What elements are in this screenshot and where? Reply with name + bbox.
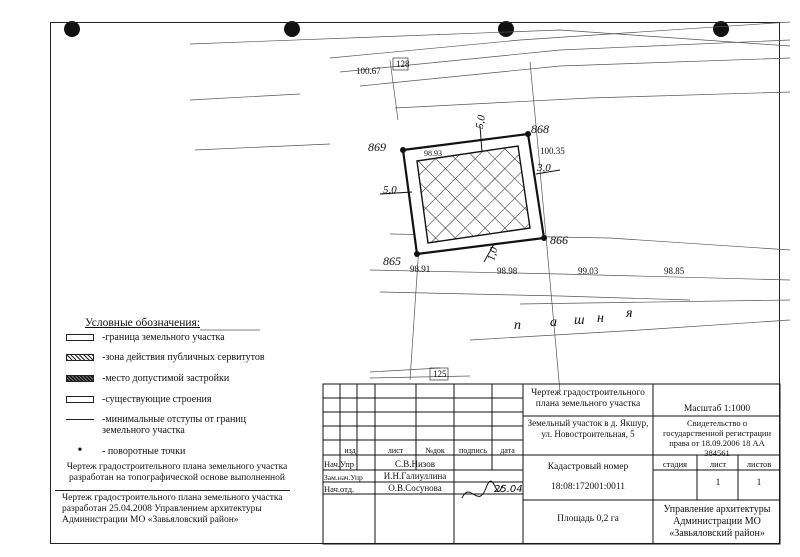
box-label: 125 (433, 369, 447, 379)
elevation-label: 98.93 (424, 149, 442, 158)
elevation-label: 99.03 (578, 266, 599, 276)
col-header-sign: подпись (459, 446, 487, 455)
legend-item: •- поворотные точки (66, 443, 186, 458)
authorship-note: Чертеж градостроительного плана земельно… (62, 493, 283, 525)
turning-point (541, 235, 547, 241)
sheet-header: лист (709, 459, 727, 469)
point-label: 868 (531, 122, 549, 136)
signature-date: 25.04 (494, 484, 523, 495)
col-header-list: лист (387, 446, 404, 455)
elevation-label: 98.85 (664, 266, 685, 276)
sheets-value: 1 (756, 478, 762, 488)
point-label: 869 (368, 140, 386, 154)
setback-label: 3,0 (537, 162, 551, 174)
legend-item: -место допустимой застройки (66, 373, 229, 384)
role-label: Нач.отд. (324, 484, 355, 494)
col-header-izd: изд (344, 446, 356, 455)
binder-hole (284, 21, 300, 37)
role-name: С.В.Низов (394, 459, 436, 469)
elevation-label: 98.91 (410, 264, 431, 274)
area-label: Площадь 0,2 га (557, 514, 619, 524)
street-letter: а (550, 315, 557, 330)
elevation-label: 100.35 (540, 146, 565, 156)
stamp-scale: Масштаб 1:1000 (683, 404, 751, 414)
col-header-doc: №док (425, 446, 445, 455)
turning-point (525, 131, 531, 137)
point-symbol: • (77, 443, 83, 458)
buildable-zone (416, 145, 531, 244)
role-label: Нач.Упр (324, 459, 355, 469)
point-label: 866 (550, 233, 568, 247)
legend-item: -граница земельного участка (66, 332, 225, 343)
street-letter: я (626, 306, 633, 321)
elevation-label: 98.98 (497, 266, 518, 276)
topo-note: Чертеж градостроительного плана земельно… (66, 462, 288, 483)
point-label: 865 (383, 254, 401, 268)
cadastral-number: 18:08:172001:0011 (550, 482, 626, 492)
role-name: О.В.Сосунова (388, 483, 442, 493)
stamp-plot: Земельный участок в д. Якшур, ул. Новост… (527, 418, 649, 439)
boundary-symbol (66, 334, 94, 342)
role-label: Зам.нач.Упр (324, 473, 363, 482)
sheets-header: листов (746, 459, 772, 469)
stamp-certificate: Свидетельство о государственной регистра… (662, 418, 772, 458)
legend-item: -существующие строения (66, 394, 211, 405)
stamp-title: Чертеж градостроительного плана земельно… (531, 388, 645, 409)
binder-hole (713, 21, 729, 37)
setback-label: 5,0 (383, 184, 397, 196)
street-letter: ш (574, 313, 585, 328)
turning-point (400, 147, 406, 153)
street-letter: п (514, 318, 521, 333)
turning-point (414, 251, 420, 257)
role-name: И.Н.Галиуллина (383, 471, 447, 481)
servitude-symbol (66, 354, 94, 362)
legend-item: -минимальные отступы от границ земельног… (66, 414, 272, 436)
org-name: Управление архитектуры Администрации МО … (663, 504, 771, 539)
box-label: 128 (396, 59, 410, 69)
col-header-date: дата (500, 446, 515, 455)
stage-header: стадия (662, 459, 688, 469)
building-symbol (66, 396, 94, 404)
binder-hole (498, 21, 514, 37)
cadastral-label: Кадастровый номер (547, 462, 629, 472)
buildable-symbol (66, 375, 94, 383)
legend-item: -зона действия публичных сервитутов (66, 352, 265, 363)
street-letter: н (597, 311, 604, 326)
elevation-label: 100.67 (356, 66, 381, 76)
binder-hole (64, 21, 80, 37)
legend-title: Условные обозначения: (85, 317, 201, 329)
setback-symbol (66, 419, 94, 421)
sheet-value: 1 (715, 478, 721, 488)
